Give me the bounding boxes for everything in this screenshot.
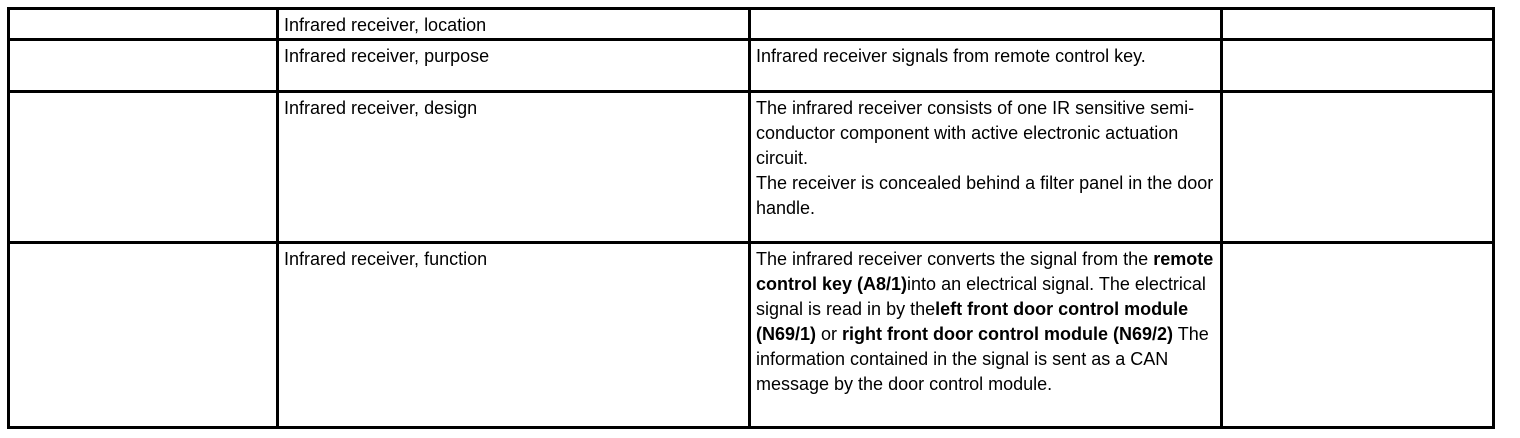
row-blank-cell [7,241,279,429]
function-text-part: The information contained in the signal … [756,324,1209,394]
component-description-table: Infrared receiver, location Infrared rec… [7,7,1495,429]
table-row-function: Infrared receiver, function The infrared… [7,241,1495,429]
row-label-function: Infrared receiver, function [276,241,751,429]
row-notes-cell [1220,7,1495,41]
row-label-design: Infrared receiver, design [276,90,751,244]
function-text-part: into an electrical signal. The electrica… [756,274,1206,319]
row-label-location: Infrared receiver, location [276,7,751,41]
design-text-paragraph-1: The infrared receiver consists of one IR… [756,98,1195,168]
row-notes-cell [1220,90,1495,244]
row-label-purpose: Infrared receiver, purpose [276,38,751,93]
row-description-function: The infrared receiver converts the signa… [748,241,1223,429]
row-description-location [748,7,1223,41]
remote-control-key-ref: remote control key (A8/1) [756,249,1214,294]
left-door-module-ref: left front door control module (N69/1) [756,299,1189,344]
function-text-part: or [816,324,843,344]
row-notes-cell [1220,241,1495,429]
table-row-purpose: Infrared receiver, purpose Infrared rece… [7,38,1495,93]
purpose-text: Infrared receiver signals from remote co… [756,46,1146,66]
table-row-location: Infrared receiver, location [7,7,1495,41]
row-blank-cell [7,7,279,41]
row-notes-cell [1220,38,1495,93]
row-blank-cell [7,90,279,244]
function-text-part: The infrared receiver converts the signa… [756,249,1154,269]
row-description-design: The infrared receiver consists of one IR… [748,90,1223,244]
row-blank-cell [7,38,279,93]
right-door-module-ref: right front door control module (N69/2) [842,324,1174,344]
row-description-purpose: Infrared receiver signals from remote co… [748,38,1223,93]
function-text: The infrared receiver converts the signa… [756,247,1218,397]
design-text-paragraph-2: The receiver is concealed behind a filte… [756,173,1214,218]
table-row-design: Infrared receiver, design The infrared r… [7,90,1495,244]
